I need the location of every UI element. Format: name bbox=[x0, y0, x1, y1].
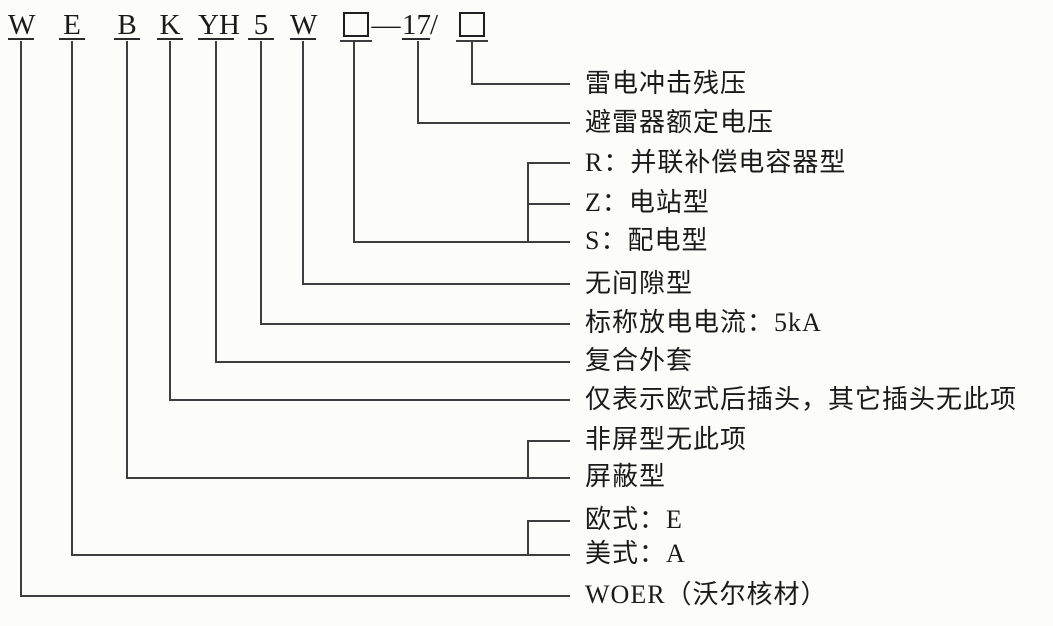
bracket-style-stub-euro bbox=[527, 520, 570, 522]
label-non-shielded-note: 非屏型无此项 bbox=[585, 425, 748, 454]
connector-vline-rear-plug bbox=[169, 41, 171, 399]
code-char-w2: W bbox=[290, 9, 318, 41]
connector-vline-style-e-a bbox=[71, 41, 73, 554]
connector-hline-rear-plug bbox=[169, 399, 570, 401]
connector-vline-discharge bbox=[260, 41, 262, 323]
code-char-5: 5 bbox=[248, 8, 274, 41]
connector-vline-gapless bbox=[302, 41, 304, 283]
bracket-shield-vertical bbox=[527, 440, 529, 479]
bracket-rzs-stub-z bbox=[527, 203, 570, 205]
connector-vline-shielded bbox=[126, 41, 128, 477]
code-char-b: B bbox=[114, 8, 140, 41]
bracket-rzs-vertical bbox=[527, 162, 529, 243]
connector-hline-shielded bbox=[126, 477, 570, 479]
bracket-rzs-stub-r bbox=[527, 162, 570, 164]
label-american-style-a: 美式：A bbox=[585, 539, 686, 568]
connector-hline-composite bbox=[215, 361, 570, 363]
connector-hline-discharge bbox=[260, 323, 570, 325]
code-char-e: E bbox=[59, 8, 85, 41]
connector-vline-type-box bbox=[353, 42, 355, 241]
connector-vline-woer bbox=[20, 41, 22, 595]
label-euro-style-e: 欧式：E bbox=[585, 505, 683, 534]
connector-hline-gapless bbox=[302, 283, 570, 285]
code-number-17: 17 bbox=[402, 9, 431, 41]
label-euro-rear-plug-note: 仅表示欧式后插头，其它插头无此项 bbox=[585, 385, 1018, 414]
connector-vline-composite bbox=[215, 41, 217, 361]
label-gapless-type: 无间隙型 bbox=[585, 269, 694, 298]
label-nominal-discharge-current: 标称放电电流：5kA bbox=[585, 308, 822, 337]
code-placeholder-box-2 bbox=[459, 12, 485, 37]
connector-hline-rated-voltage bbox=[417, 122, 570, 124]
connector-hline-style-a bbox=[71, 554, 570, 556]
label-r-shunt-compensation-capacitor: R：并联补偿电容器型 bbox=[585, 148, 847, 177]
label-woer-brand: WOER（沃尔核材） bbox=[585, 580, 828, 609]
label-lightning-impulse-residual-voltage: 雷电冲击残压 bbox=[585, 69, 748, 98]
code-placeholder-box-1 bbox=[343, 12, 369, 37]
connector-vline-rated-voltage bbox=[417, 41, 419, 122]
code-box-2-underline bbox=[456, 40, 488, 42]
bracket-style-vertical bbox=[527, 520, 529, 556]
code-dash: — bbox=[371, 9, 401, 41]
label-s-distribution-type: S：配电型 bbox=[585, 226, 709, 255]
code-char-k: K bbox=[157, 8, 183, 41]
connector-hline-woer bbox=[20, 595, 570, 597]
connector-hline-residual-voltage bbox=[471, 83, 570, 85]
label-shielded-type: 屏蔽型 bbox=[585, 462, 667, 491]
label-composite-housing: 复合外套 bbox=[585, 346, 694, 375]
label-z-station-type: Z：电站型 bbox=[585, 188, 710, 217]
connector-hline-s-distribution bbox=[353, 241, 570, 243]
bracket-shield-stub-nonshield bbox=[527, 440, 570, 442]
code-box-1-underline bbox=[340, 40, 372, 42]
label-arrester-rated-voltage: 避雷器额定电压 bbox=[585, 108, 775, 137]
code-char-w1: W bbox=[8, 9, 36, 41]
code-slash: / bbox=[429, 9, 439, 41]
code-char-yh: YH bbox=[198, 9, 240, 41]
connector-vline-residual-voltage bbox=[471, 42, 473, 83]
